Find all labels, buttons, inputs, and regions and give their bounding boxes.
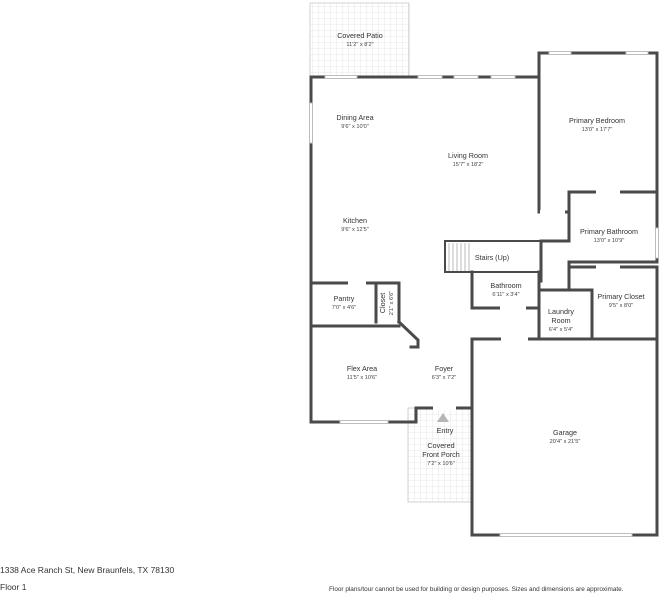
floor-plan: Covered Patio 11'2" x 8'2" Dining Area 9… <box>309 2 659 537</box>
laundry-label-line1: Laundry <box>548 307 574 316</box>
flex-area-label: Flex Area <box>347 364 377 373</box>
foyer-label: Foyer <box>435 364 454 373</box>
bathroom-walls <box>470 270 541 310</box>
front-porch-area <box>407 407 473 503</box>
stairs-label: Stairs (Up) <box>475 253 509 262</box>
front-porch-dims: 7'2" x 10'6" <box>427 461 455 467</box>
closet-dims: 2'1" x 6'6" <box>389 291 395 315</box>
closet-angle-wall <box>396 319 420 349</box>
foyer-dims: 6'3" x 7'2" <box>432 375 456 381</box>
kitchen-dims: 9'6" x 12'5" <box>341 227 369 233</box>
property-address: 1338 Ace Ranch St, New Braunfels, TX 781… <box>0 565 175 575</box>
pantry-dims: 7'0" x 4'6" <box>332 305 356 311</box>
door-openings <box>348 190 620 410</box>
disclaimer-text: Floor plans/tour cannot be used for buil… <box>329 586 624 593</box>
primary-closet-wall <box>567 265 594 341</box>
front-porch-label-line1: Covered <box>427 441 454 450</box>
stair-treads <box>448 243 470 271</box>
primary-bedroom-wall <box>537 75 571 214</box>
primary-bathroom-dims: 13'0" x 10'9" <box>594 238 625 244</box>
exterior-wall <box>309 51 659 424</box>
laundry-label-line2: Room <box>551 316 570 325</box>
front-porch-label-line2: Front Porch <box>422 450 460 459</box>
bathroom-label: Bathroom <box>490 281 521 290</box>
laundry-walls <box>526 288 571 341</box>
primary-closet-label: Primary Closet <box>597 292 644 301</box>
covered-patio-dims: 11'2" x 8'2" <box>346 42 373 48</box>
windows <box>309 51 659 537</box>
covered-patio-area <box>309 2 410 78</box>
floor-label: Floor 1 <box>0 582 27 592</box>
living-room-dims: 15'7" x 18'2" <box>453 162 484 168</box>
garage-dims: 20'4" x 21'5" <box>550 439 581 445</box>
pantry-label: Pantry <box>334 294 355 303</box>
covered-patio-label: Covered Patio <box>337 31 383 40</box>
bathroom-dims: 6'11" x 3'4" <box>492 292 519 298</box>
pantry-walls <box>309 281 401 328</box>
entry-label: Entry <box>437 426 454 435</box>
primary-bedroom-dims: 13'0" x 17'7" <box>582 127 613 133</box>
garage-walls <box>470 337 659 537</box>
primary-bathroom-label: Primary Bathroom <box>580 227 638 236</box>
laundry-dims: 6'4" x 5'4" <box>549 327 573 333</box>
dining-area-dims: 9'6" x 10'0" <box>341 124 369 130</box>
flex-area-dims: 11'5" x 10'6" <box>347 375 377 381</box>
garage-label: Garage <box>553 428 577 437</box>
closet-label: Closet <box>378 293 387 313</box>
dining-area-label: Dining Area <box>336 113 373 122</box>
entry-arrow-icon <box>437 413 449 422</box>
living-room-label: Living Room <box>448 151 488 160</box>
stairs-walls <box>444 240 542 273</box>
kitchen-label: Kitchen <box>343 216 367 225</box>
primary-closet-dims: 9'5" x 8'0" <box>609 303 633 309</box>
primary-bedroom-label: Primary Bedroom <box>569 116 625 125</box>
